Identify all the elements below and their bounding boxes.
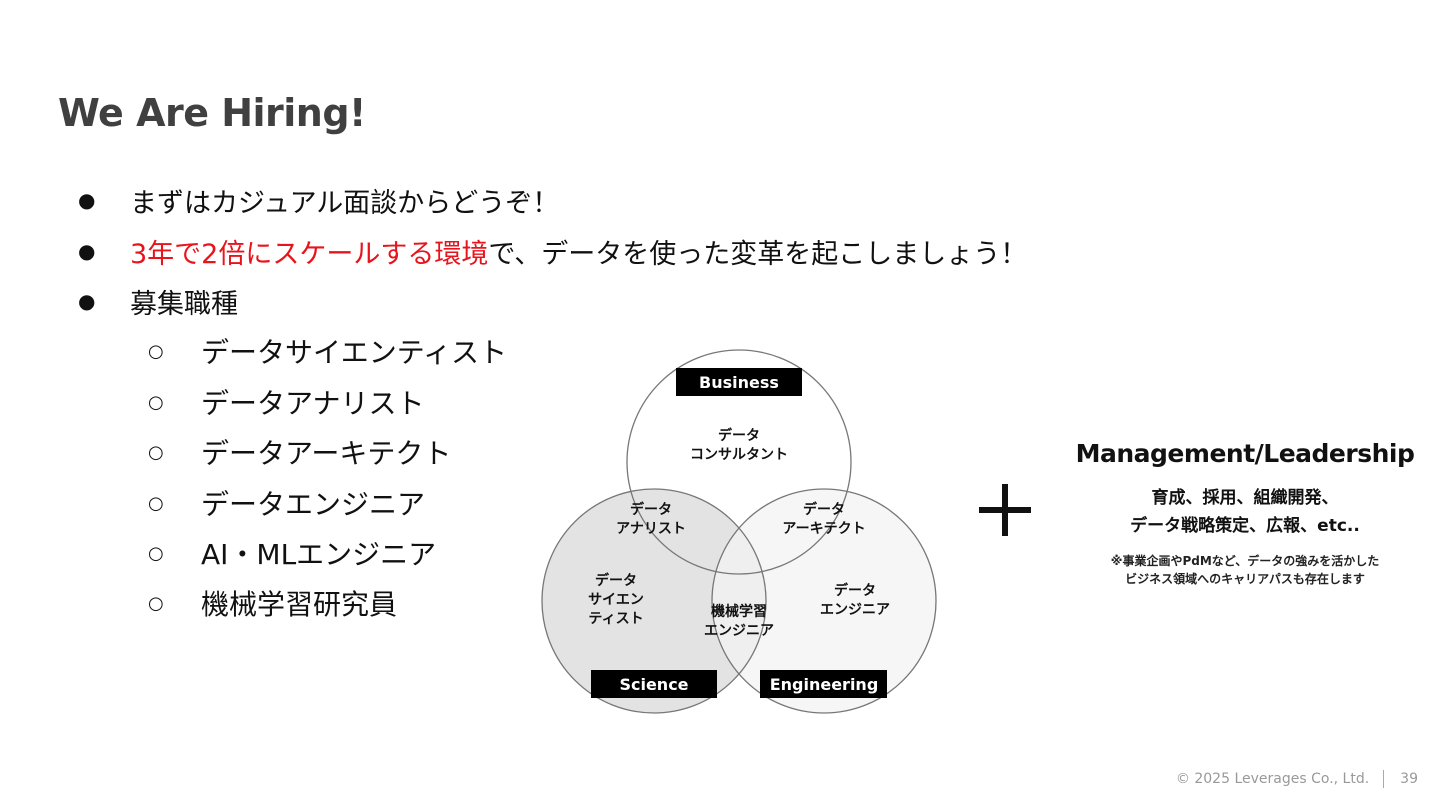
analyst-text: データ アナリスト <box>616 501 686 537</box>
bullet-casual-interview: ● まずはカジュアル面談からどうぞ！ <box>78 180 559 220</box>
science-circle <box>542 489 766 713</box>
business-label-box <box>676 368 802 396</box>
engineering-circle-outline <box>711 488 937 714</box>
engineering-label-box <box>760 670 887 698</box>
management-title: Management/Leadership <box>1075 439 1415 468</box>
role-item: ○ データエンジニア <box>148 483 425 523</box>
plus-icon <box>977 478 1033 536</box>
page-number: 39 <box>1400 771 1418 787</box>
sub-bullet-marker: ○ <box>148 542 164 564</box>
slide-title: We Are Hiring! <box>58 91 366 135</box>
business-circle <box>626 349 852 575</box>
engineer-text: データ エンジニア <box>820 582 890 618</box>
management-note-line: ※事業企画やPdMなど、データの強みを活かした <box>1110 554 1380 568</box>
bullet-scale-environment: ● 3年で2倍にスケールする環境で、データを使った変革を起こしましょう！ <box>78 231 1027 271</box>
engineer-line: エンジニア <box>820 602 890 618</box>
role-item: ○ AI・MLエンジニア <box>148 533 436 573</box>
consultant-text: データ コンサルタント <box>690 427 788 463</box>
bullet-text: 募集職種 <box>130 288 238 320</box>
consultant-line: データ <box>718 427 760 444</box>
ml-engineer-line: エンジニア <box>704 623 774 639</box>
role-label: データアナリスト <box>201 387 425 420</box>
bullet-highlight-text: 3年で2倍にスケールする環境 <box>130 238 489 270</box>
bullet-marker: ● <box>78 289 96 313</box>
ml-engineer-line: 機械学習 <box>711 603 767 620</box>
architect-line: アーキテクト <box>782 521 865 537</box>
role-item: ○ データアーキテクト <box>148 432 451 472</box>
scientist-text: データ サイエン ティスト <box>588 572 644 627</box>
bullet-text: で、データを使った変革を起こしましょう！ <box>488 238 1028 270</box>
ml-engineer-text: 機械学習 エンジニア <box>704 603 774 639</box>
role-label: 機械学習研究員 <box>201 588 398 621</box>
management-duty-line: データ戦略策定、広報、etc.. <box>1130 516 1360 536</box>
engineering-label: Engineering <box>770 675 879 694</box>
sub-bullet-marker: ○ <box>148 340 164 362</box>
bullet-text: まずはカジュアル面談からどうぞ！ <box>130 187 560 219</box>
copyright-text: © 2025 Leverages Co., Ltd. <box>1175 771 1370 787</box>
analyst-line: データ <box>630 501 672 518</box>
bullet-marker: ● <box>78 188 96 212</box>
footer-divider <box>1383 770 1385 788</box>
role-item: ○ データアナリスト <box>148 382 424 422</box>
science-circle-outline <box>541 488 767 714</box>
consultant-line: コンサルタント <box>690 447 788 463</box>
scientist-line: サイエン <box>588 592 644 608</box>
sub-bullet-marker: ○ <box>148 492 164 514</box>
bullet-open-positions: ● 募集職種 <box>78 281 238 321</box>
architect-text: データ アーキテクト <box>782 501 865 537</box>
scientist-line: ティスト <box>588 611 643 627</box>
role-label: データサイエンティスト <box>201 336 508 369</box>
management-duties: 育成、採用、組織開発、 データ戦略策定、広報、etc.. <box>1060 484 1430 540</box>
management-notes: ※事業企画やPdMなど、データの強みを活かした ビジネス領域へのキャリアパスも存… <box>1060 552 1430 588</box>
analyst-line: アナリスト <box>616 521 686 537</box>
business-label: Business <box>699 373 779 392</box>
sub-bullet-marker: ○ <box>148 592 164 614</box>
role-label: データエンジニア <box>201 488 426 521</box>
sub-bullet-marker: ○ <box>148 391 164 413</box>
role-item: ○ 機械学習研究員 <box>148 583 397 623</box>
management-block: Management/Leadership 育成、採用、組織開発、 データ戦略策… <box>1060 436 1430 588</box>
architect-line: データ <box>803 501 845 518</box>
venn-diagram: Business Science Engineering データ コンサルタント… <box>541 349 937 714</box>
bullet-marker: ● <box>78 239 96 263</box>
science-label: Science <box>619 675 688 694</box>
scientist-line: データ <box>595 572 637 589</box>
management-note-line: ビジネス領域へのキャリアパスも存在します <box>1125 572 1365 586</box>
sub-bullet-marker: ○ <box>148 441 164 463</box>
role-label: データアーキテクト <box>201 437 452 470</box>
science-label-box <box>591 670 717 698</box>
role-item: ○ データサイエンティスト <box>148 331 507 371</box>
management-duty-line: 育成、採用、組織開発、 <box>1151 488 1339 508</box>
role-label: AI・MLエンジニア <box>201 538 437 571</box>
engineering-circle <box>712 489 936 713</box>
slide-footer: © 2025 Leverages Co., Ltd. 39 <box>1176 770 1418 788</box>
engineer-line: データ <box>834 582 876 599</box>
